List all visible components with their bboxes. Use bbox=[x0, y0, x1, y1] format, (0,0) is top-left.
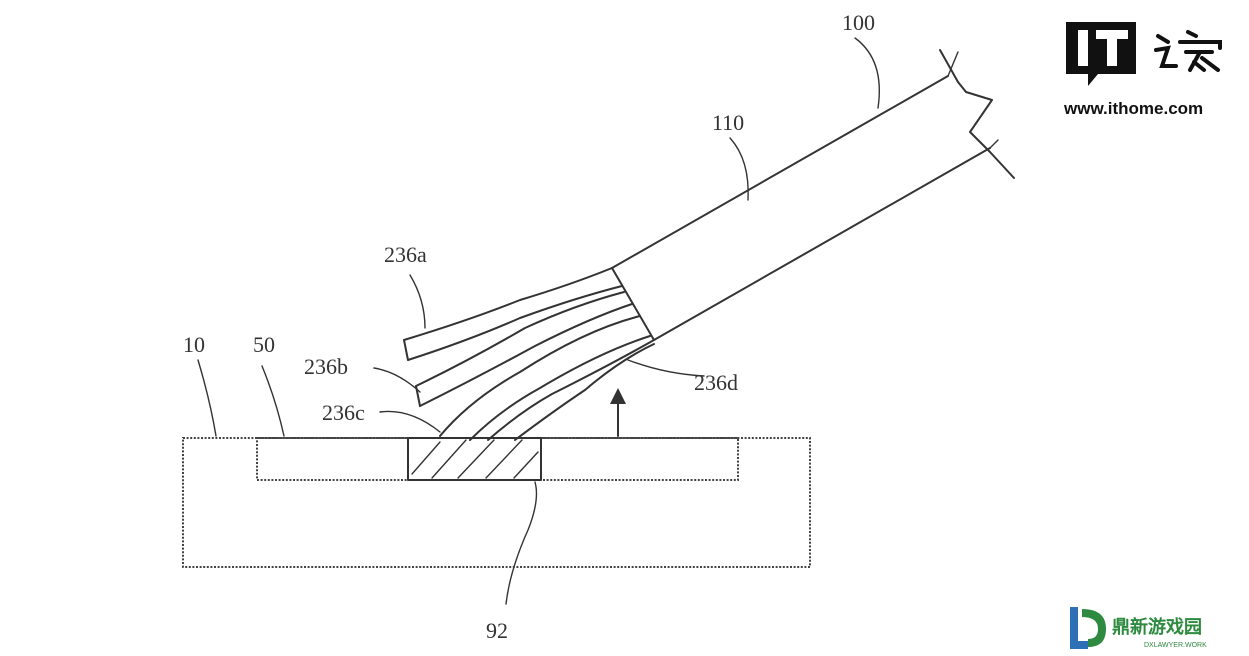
label-236d: 236d bbox=[694, 370, 738, 395]
dx-brand-text: 鼎新游戏园 bbox=[1112, 616, 1202, 638]
cable bbox=[611, 49, 1015, 341]
lift-arrow bbox=[610, 388, 626, 437]
label-236c: 236c bbox=[322, 400, 365, 425]
substrate bbox=[182, 437, 811, 568]
ithome-url: www.ithome.com bbox=[1064, 99, 1203, 118]
label-236a: 236a bbox=[384, 242, 427, 267]
label-10: 10 bbox=[183, 332, 205, 357]
pad-hatching bbox=[411, 439, 539, 479]
ithome-watermark: www.ithome.com bbox=[1064, 22, 1222, 118]
label-92: 92 bbox=[486, 618, 508, 643]
strands bbox=[403, 267, 655, 441]
label-110: 110 bbox=[712, 110, 744, 135]
label-50: 50 bbox=[253, 332, 275, 357]
pad bbox=[407, 437, 542, 481]
label-236b: 236b bbox=[304, 354, 348, 379]
dx-domain-text: DXLAWYER.WORK bbox=[1144, 642, 1207, 649]
layer-left bbox=[256, 437, 409, 481]
layer-right bbox=[540, 437, 739, 481]
leader-lines bbox=[197, 37, 881, 605]
dx-logo-icon bbox=[1070, 607, 1106, 649]
label-100: 100 bbox=[842, 10, 875, 35]
dx-watermark: 鼎新游戏园 DXLAWYER.WORK bbox=[1070, 607, 1207, 649]
ithome-logo-icon bbox=[1066, 22, 1222, 86]
